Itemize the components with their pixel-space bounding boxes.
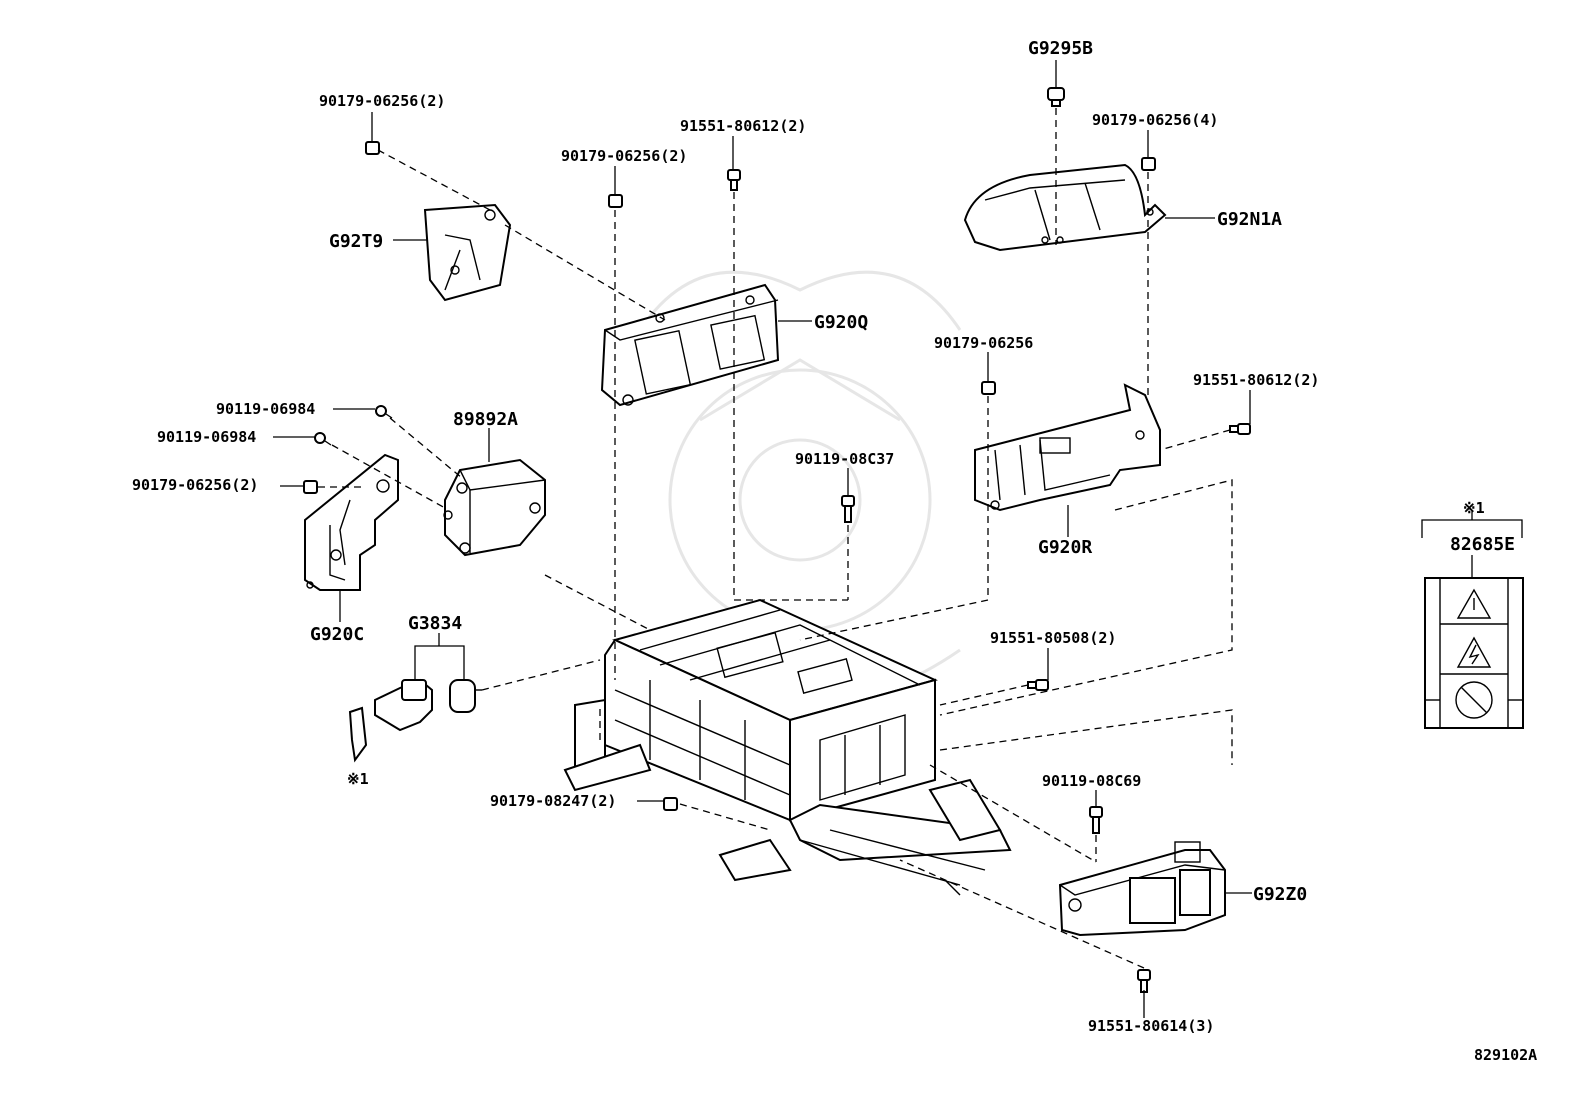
note-mark-label: ※1: [1463, 499, 1485, 517]
bolt-90119-08c69: [1089, 806, 1103, 834]
assembly-lines: [318, 108, 1233, 969]
label-g920r[interactable]: G920R: [1038, 537, 1092, 558]
label-89892a[interactable]: 89892A: [453, 409, 518, 430]
bolt-91551-80612-top: [727, 169, 741, 191]
label-90179-06256-2-mid[interactable]: 90179-06256(2): [561, 147, 687, 165]
bolt-91551-80508: [1027, 679, 1049, 691]
bolt-91551-80614: [1137, 969, 1151, 993]
label-g3834[interactable]: G3834: [408, 613, 462, 634]
cover-g92n1a: [963, 163, 1167, 252]
label-90179-06256[interactable]: 90179-06256: [934, 334, 1033, 352]
bolt-90119-08c37: [841, 495, 855, 523]
label-g92t9[interactable]: G92T9: [329, 231, 383, 252]
diagram-id: 829102A: [1474, 1046, 1537, 1064]
ecu-89892a: [443, 458, 546, 557]
nut-90179-06256-4: [1141, 157, 1156, 171]
label-91551-80612-2-right[interactable]: 91551-80612(2): [1193, 371, 1319, 389]
label-g92z0[interactable]: G92Z0: [1253, 884, 1307, 905]
label-82685e[interactable]: 82685E: [1450, 534, 1515, 555]
warning-triangle-icon: [1456, 588, 1492, 619]
label-90179-08247-2[interactable]: 90179-08247(2): [490, 792, 616, 810]
label-91551-80614-3[interactable]: 91551-80614(3): [1088, 1017, 1214, 1035]
labels: G9295B 90179-06256(4) G92N1A 90179-06256…: [132, 38, 1537, 1064]
label-90119-08c69[interactable]: 90119-08C69: [1042, 772, 1141, 790]
label-91551-80612-2-top[interactable]: 91551-80612(2): [680, 117, 806, 135]
fasteners: [303, 141, 1251, 993]
nut-90179-08247: [663, 797, 678, 811]
clip-g9295b: [1047, 87, 1065, 107]
bolt-91551-80612-right: [1229, 423, 1251, 435]
label-g92n1a[interactable]: G92N1A: [1217, 209, 1282, 230]
high-voltage-icon: [1456, 636, 1492, 668]
bracket-g92t9: [423, 203, 512, 302]
label-90179-06256-2-left[interactable]: 90179-06256(2): [132, 476, 258, 494]
label-91551-80508-2[interactable]: 91551-80508(2): [990, 629, 1116, 647]
no-touch-icon: [1455, 681, 1493, 719]
junction-g92z0: [1058, 841, 1226, 937]
warning-label-82685e: [1421, 510, 1524, 729]
nut-90179-06256-left: [303, 480, 318, 494]
bracket-g920r: [974, 383, 1161, 512]
cover-g920q: [600, 283, 780, 407]
label-90179-06256-2-top[interactable]: 90179-06256(2): [319, 92, 445, 110]
bolt-90119-06984-b: [314, 432, 332, 446]
nut-90179-06256-top-left: [365, 141, 380, 155]
nut-90179-06256-mid: [608, 194, 623, 208]
label-90119-08c37[interactable]: 90119-08C37: [795, 450, 894, 468]
leader-lines: [273, 60, 1252, 1018]
bracket-g920c: [304, 453, 399, 591]
label-g920q[interactable]: G920Q: [814, 312, 868, 333]
nut-90179-06256-single: [981, 381, 996, 395]
relay-g3834: [348, 678, 482, 763]
note-mark-relay: ※1: [347, 770, 369, 788]
bolt-90119-06984-a: [375, 405, 393, 419]
label-90119-06984-a[interactable]: 90119-06984: [216, 400, 315, 418]
label-90179-06256-4[interactable]: 90179-06256(4): [1092, 111, 1218, 129]
battery-block: [563, 598, 1012, 896]
label-g920c[interactable]: G920C: [310, 624, 364, 645]
label-90119-06984-b[interactable]: 90119-06984: [157, 428, 256, 446]
label-g9295b[interactable]: G9295B: [1028, 38, 1093, 59]
